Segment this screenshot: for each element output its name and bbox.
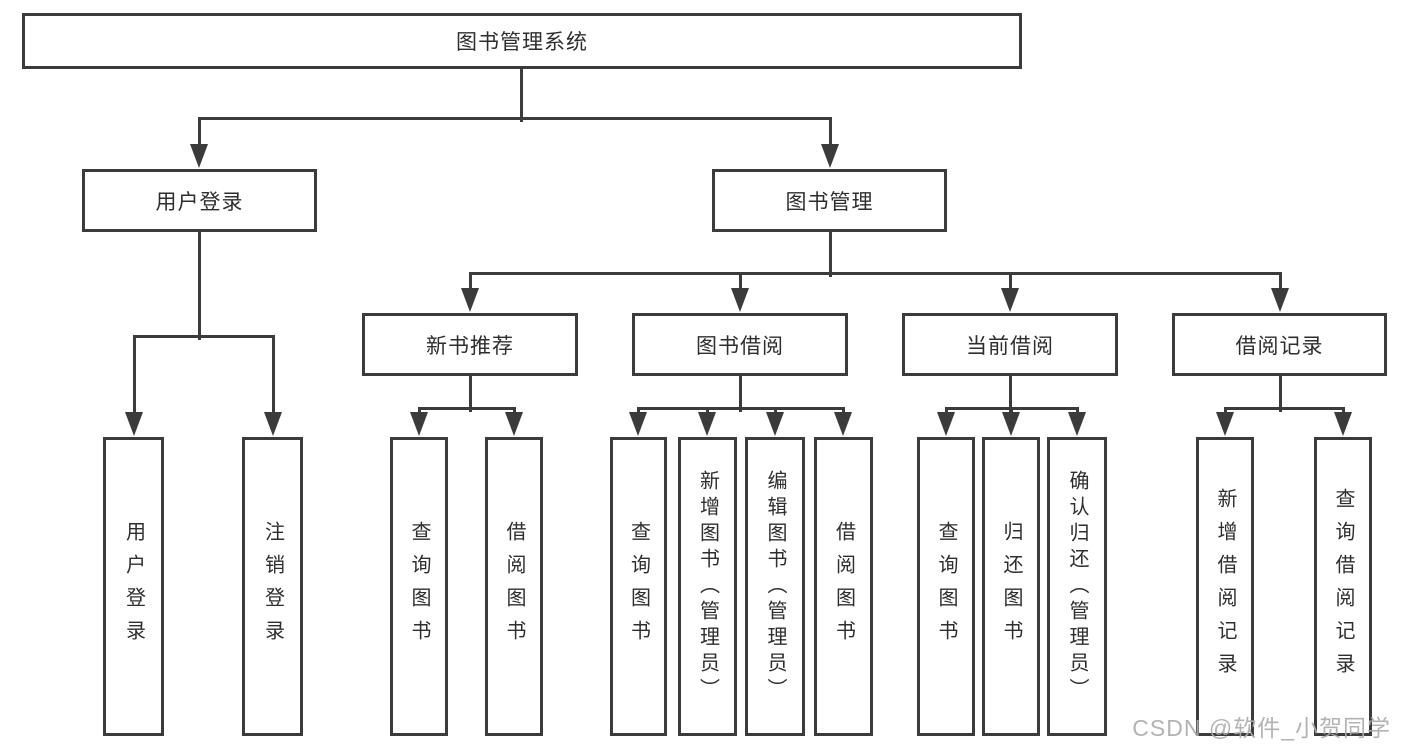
arrowhead-down-icon	[731, 288, 749, 312]
node-new-book-recommend: 新书推荐	[362, 313, 578, 376]
node-book-borrow: 图书借阅	[632, 313, 848, 376]
node-query-borrow-record: 查询借阅记录	[1314, 437, 1372, 736]
arrowhead-down-icon	[410, 412, 428, 436]
arrowhead-down-icon	[1068, 412, 1086, 436]
arrowhead-down-icon	[698, 412, 716, 436]
node-label: 借阅图书	[503, 520, 525, 653]
node-label: 查询图书	[935, 520, 957, 653]
node-label: 注销登录	[261, 520, 284, 653]
node-label: 确认归还（管理员）	[1066, 469, 1088, 704]
node-label: 图书管理系统	[456, 31, 588, 54]
connector-hline	[133, 335, 275, 338]
connector-vline	[1009, 375, 1012, 412]
node-label: 查询图书	[408, 520, 430, 653]
node-user-login-group: 用户登录	[82, 169, 317, 232]
node-borrow-book: 借阅图书	[814, 437, 873, 736]
connector-vline	[520, 68, 523, 122]
node-label: 借阅图书	[832, 520, 855, 653]
arrowhead-down-icon	[629, 412, 647, 436]
node-edit-book-admin: 编辑图书（管理员）	[745, 437, 805, 736]
node-label: 图书管理	[785, 190, 874, 214]
arrowhead-down-icon	[821, 144, 839, 168]
node-label: 归还图书	[1000, 520, 1022, 653]
connector-vline	[1279, 375, 1282, 412]
arrowhead-down-icon	[190, 144, 208, 168]
connector-vline	[829, 231, 832, 277]
arrowhead-down-icon	[461, 288, 479, 312]
node-add-book-admin: 新增图书（管理员）	[678, 437, 737, 736]
node-label: 当前借阅	[966, 334, 1054, 358]
arrowhead-down-icon	[1002, 412, 1020, 436]
connector-hline	[1224, 407, 1345, 410]
connector-hline	[418, 407, 516, 410]
node-label: 用户登录	[155, 190, 244, 214]
arrowhead-down-icon	[1216, 412, 1234, 436]
connector-vline	[739, 375, 742, 412]
connector-vline	[198, 231, 201, 340]
connector-arrow-stem	[1279, 272, 1282, 293]
node-query-book-recommend: 查询图书	[390, 437, 448, 736]
connector-arrow-stem	[1009, 272, 1012, 293]
node-add-borrow-record: 新增借阅记录	[1196, 437, 1254, 736]
node-book-management: 图书管理	[712, 169, 947, 232]
node-current-borrow: 当前借阅	[902, 313, 1118, 376]
node-query-book-current: 查询图书	[917, 437, 975, 736]
connector-hline	[469, 272, 1282, 275]
arrowhead-down-icon	[834, 412, 852, 436]
connector-vline	[469, 375, 472, 412]
arrowhead-down-icon	[125, 412, 143, 436]
arrowhead-down-icon	[1334, 412, 1352, 436]
connector-arrow-stem	[469, 272, 472, 293]
node-return-book: 归还图书	[982, 437, 1040, 736]
arrowhead-down-icon	[505, 412, 523, 436]
node-label: 图书借阅	[696, 334, 784, 358]
node-label: 新书推荐	[426, 334, 514, 358]
arrowhead-down-icon	[766, 412, 784, 436]
arrowhead-down-icon	[1001, 288, 1019, 312]
connector-arrow-stem	[133, 335, 136, 417]
node-label: 用户登录	[122, 520, 145, 653]
node-borrow-records: 借阅记录	[1172, 313, 1387, 376]
node-label: 新增图书（管理员）	[696, 469, 719, 704]
node-confirm-return-admin: 确认归还（管理员）	[1047, 437, 1107, 736]
arrowhead-down-icon	[1271, 288, 1289, 312]
node-user-login: 用户登录	[103, 437, 164, 736]
node-query-book-borrow: 查询图书	[610, 437, 667, 736]
csdn-watermark: CSDN @软件_小贺同学	[1132, 715, 1391, 741]
node-root: 图书管理系统	[22, 13, 1022, 69]
node-label: 新增借阅记录	[1214, 487, 1236, 686]
connector-hline	[198, 117, 832, 120]
node-label: 查询图书	[627, 520, 650, 653]
connector-arrow-stem	[198, 117, 201, 149]
connector-arrow-stem	[272, 335, 275, 417]
arrowhead-down-icon	[264, 412, 282, 436]
node-user-logout: 注销登录	[242, 437, 303, 736]
node-label: 编辑图书（管理员）	[764, 469, 786, 704]
arrowhead-down-icon	[937, 412, 955, 436]
connector-arrow-stem	[829, 117, 832, 149]
node-borrow-book-recommend: 借阅图书	[485, 437, 543, 736]
node-label: 查询借阅记录	[1332, 487, 1354, 686]
connector-arrow-stem	[739, 272, 742, 293]
node-label: 借阅记录	[1235, 334, 1324, 358]
